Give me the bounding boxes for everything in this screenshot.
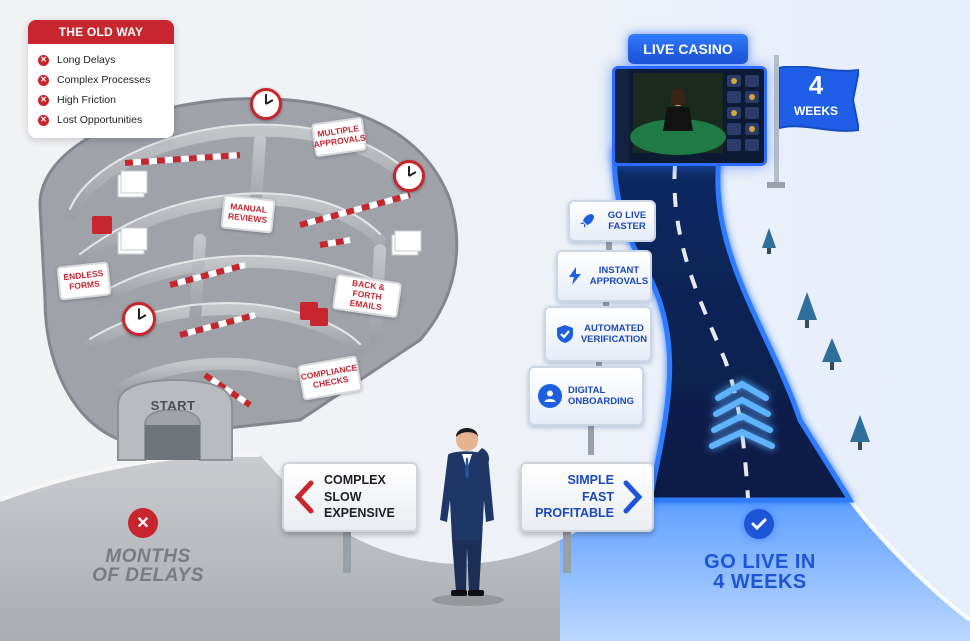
list-item: ✕Lost Opportunities (38, 110, 174, 130)
chevron-right-icon (614, 480, 652, 514)
start-label: START (150, 398, 196, 413)
shield-check-icon (554, 323, 576, 345)
feature-go-live-faster: GO LIVE FASTER (568, 200, 656, 242)
feature-digital-onboarding: DIGITAL ONBOARDING (528, 366, 644, 426)
old-way-list: ✕Long Delays ✕Complex Processes ✕High Fr… (28, 44, 174, 130)
right-sign-line: PROFITABLE (535, 506, 614, 521)
list-item: ✕High Friction (38, 90, 174, 110)
x-circle-icon: ✕ (38, 114, 49, 126)
left-sign-line: COMPLEX (324, 472, 386, 487)
x-circle-icon: ✕ (128, 508, 158, 538)
feature-instant-approvals: INSTANT APPROVALS (556, 250, 652, 302)
x-circle-icon: ✕ (38, 94, 49, 106)
x-circle-icon: ✕ (38, 74, 49, 86)
clock-icon (393, 160, 425, 192)
clock-icon (250, 88, 282, 120)
sign-manual-reviews: MANUAL REVIEWS (220, 194, 276, 234)
chevron-left-icon (284, 480, 324, 514)
flag-number: 4 (808, 70, 824, 100)
months-of-delays: MONTHS OF DELAYS (92, 546, 204, 586)
right-sign-line: SIMPLE (567, 472, 614, 487)
feature-automated-verification: AUTOMATED VERIFICATION (544, 306, 652, 362)
x-circle-icon: ✕ (38, 54, 49, 66)
four-weeks-flag: 4 WEEKS (779, 66, 859, 134)
left-direction-sign: COMPLEX SLOW EXPENSIVE (282, 462, 418, 532)
left-sign-line: EXPENSIVE (324, 506, 395, 521)
flag-label: WEEKS (793, 104, 838, 118)
old-way-title: THE OLD WAY (28, 20, 174, 44)
check-circle-icon (744, 509, 774, 539)
right-direction-sign: SIMPLE FAST PROFITABLE (520, 462, 654, 532)
left-sign-line: SLOW (324, 489, 362, 504)
sign-multiple-approvals: MULTIPLE APPROVALS (310, 116, 368, 158)
clock-icon (122, 302, 156, 336)
sign-endless-forms: ENDLESS FORMS (56, 261, 112, 301)
live-casino-screen (612, 66, 767, 166)
old-way-card: THE OLD WAY ✕Long Delays ✕Complex Proces… (28, 20, 174, 138)
go-live-in-4-weeks: GO LIVE IN 4 WEEKS (704, 551, 816, 593)
right-sign-line: FAST (582, 489, 614, 504)
casino-table-image (615, 69, 764, 163)
lightning-icon (564, 265, 586, 287)
user-icon (538, 384, 562, 408)
list-item: ✕Long Delays (38, 50, 174, 70)
list-item: ✕Complex Processes (38, 70, 174, 90)
rocket-icon (576, 210, 598, 232)
live-casino-banner: LIVE CASINO (628, 34, 748, 64)
